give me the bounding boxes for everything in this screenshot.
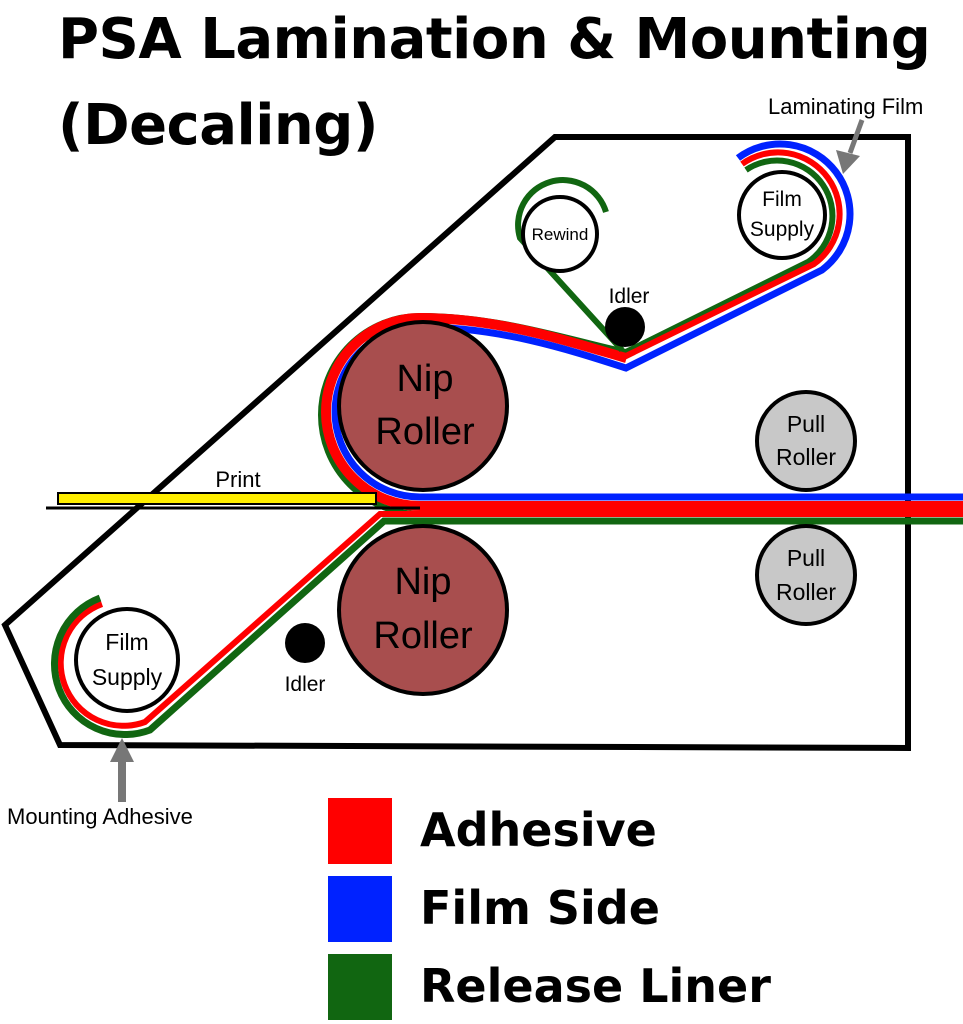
- film-supply-bottom-label-line2: Supply: [92, 664, 163, 690]
- film-supply-top-label-line2: Supply: [750, 218, 815, 241]
- page-title-line-2: (Decaling): [58, 93, 378, 158]
- nip-roller-bottom-label-line1: Nip: [394, 561, 451, 603]
- idler-top: [605, 307, 645, 347]
- idler-bottom-label: Idler: [285, 673, 326, 696]
- machine-frame: [1, 134, 911, 752]
- pull-roller-bottom-label-line1: Pull: [787, 545, 825, 571]
- pull-roller-top-label-line2: Roller: [776, 444, 836, 470]
- bottom-release-liner-web: [50, 517, 963, 739]
- legend-swatch-film-side: [328, 876, 392, 942]
- nip-roller-top-label-line2: Roller: [375, 411, 475, 453]
- page-title-line-1: PSA Lamination & Mounting: [58, 7, 931, 72]
- nip-roller-top: [337, 320, 509, 492]
- laminating-film-arrow: [836, 119, 865, 174]
- top-adhesive-web: [321, 149, 963, 511]
- rewind-label: Rewind: [532, 225, 589, 244]
- pull-roller-bottom-label-line2: Roller: [776, 579, 836, 605]
- nip-roller-bottom: [337, 524, 509, 696]
- bottom-adhesive-web: [57, 511, 963, 729]
- top-film-side-web: [331, 140, 963, 501]
- film-supply-roll-top: [737, 170, 827, 260]
- pull-roller-top: [755, 390, 857, 492]
- mounting-adhesive-label: Mounting Adhesive: [7, 804, 193, 829]
- idler-top-label: Idler: [609, 285, 650, 308]
- legend-label-adhesive: Adhesive: [420, 803, 657, 857]
- legend-swatch-adhesive: [328, 798, 392, 864]
- legend-label-release-liner: Release Liner: [420, 959, 771, 1013]
- mounting-adhesive-arrow: [110, 738, 134, 802]
- rewind-liner-loop: [515, 177, 625, 353]
- film-supply-top-label-line1: Film: [762, 188, 802, 211]
- pull-roller-top-label-line1: Pull: [787, 411, 825, 437]
- laminating-film-label: Laminating Film: [768, 94, 923, 119]
- film-supply-bottom-label-line1: Film: [105, 629, 148, 655]
- film-supply-roll-bottom: [74, 607, 180, 713]
- idler-bottom: [285, 623, 325, 663]
- nip-roller-bottom-label-line2: Roller: [373, 615, 473, 657]
- print-sheet: [57, 492, 377, 505]
- pull-roller-bottom: [755, 524, 857, 626]
- rewind-roll: [521, 195, 599, 273]
- print-label: Print: [215, 467, 260, 492]
- legend-label-film-side: Film Side: [420, 881, 660, 935]
- legend-swatch-release-liner: [328, 954, 392, 1020]
- nip-roller-top-label-line1: Nip: [396, 358, 453, 400]
- top-adhesive-web-outer: [325, 316, 963, 507]
